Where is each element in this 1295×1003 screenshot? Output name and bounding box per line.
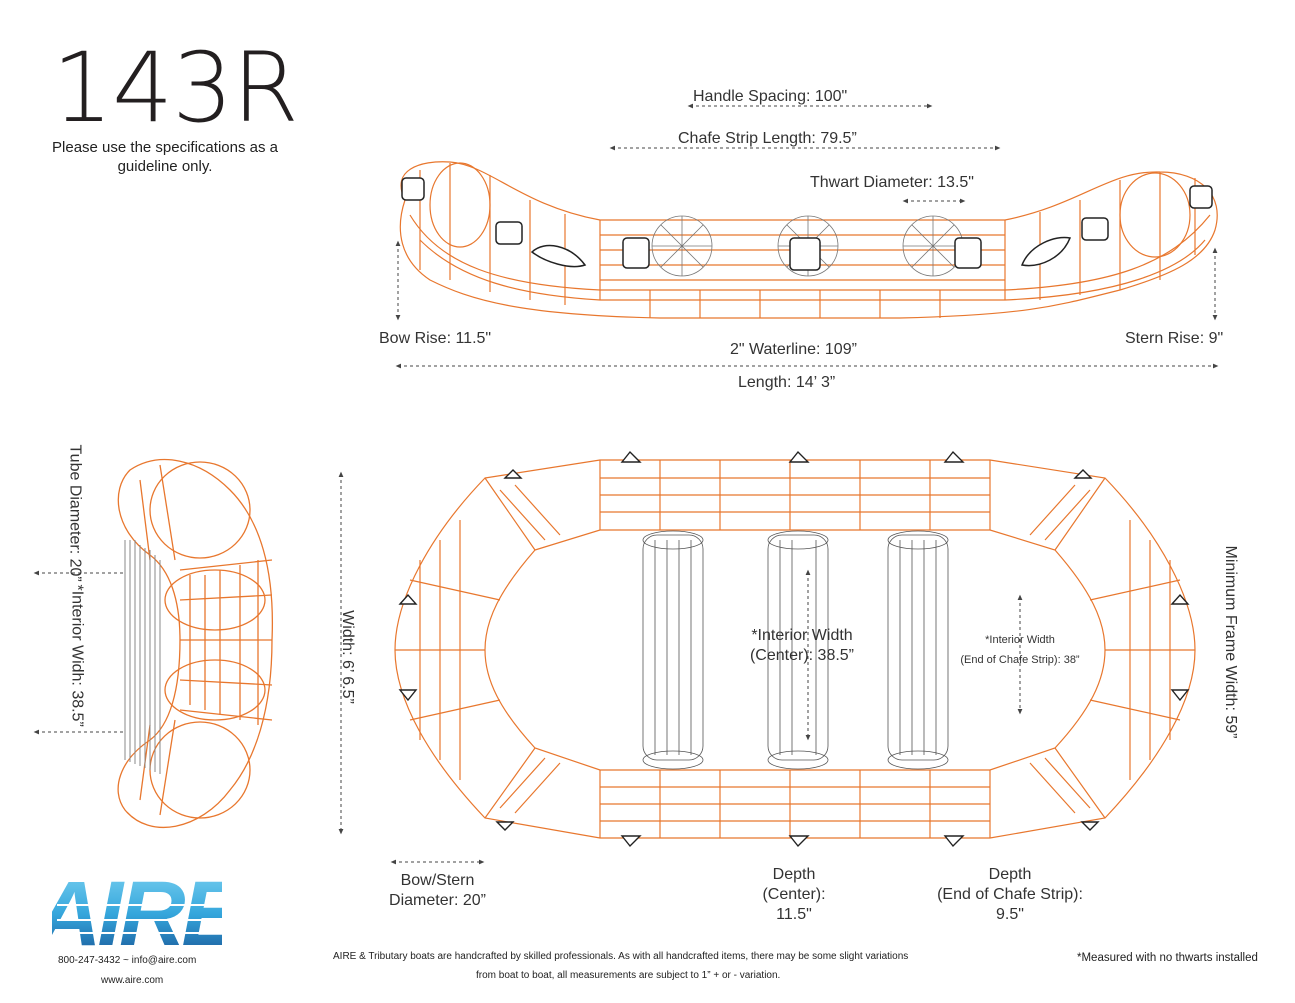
interior-width-center-label-2: (Center): 38.5” — [749, 647, 855, 664]
width-label: Width: 6’ 6.5” — [338, 610, 356, 704]
measured-note: *Measured with no thwarts installed — [1077, 952, 1258, 964]
tube-diameter-label: Tube Diameter: 20” — [66, 444, 84, 582]
footnote-line-1: AIRE & Tributary boats are handcrafted b… — [333, 951, 909, 962]
contact-info: 800-247-3432 ~ info@aire.com — [58, 955, 197, 966]
disclaimer-text: Please use the specifications as a guide… — [52, 139, 278, 175]
chafe-strip-label: Chafe Strip Length: 79.5” — [678, 130, 857, 147]
waterline-label: 2" Waterline: 109” — [730, 341, 857, 358]
interior-width-center-label-1: *Interior Width — [751, 627, 853, 644]
bow-stern-label-2: Diameter: 20” — [389, 892, 486, 909]
depth-center-label-3: 11.5" — [776, 906, 812, 923]
side-view-handles — [401, 177, 1213, 271]
svg-text:AIRE: AIRE — [52, 865, 222, 955]
depth-center-label-1: Depth — [772, 866, 816, 883]
handle-spacing-label: Handle Spacing: 100" — [693, 88, 848, 105]
interior-width-end-label-2: (End of Chafe Strip): 38” — [960, 654, 1080, 666]
bow-rise-label: Bow Rise: 11.5" — [379, 330, 492, 347]
model-title: 143R — [52, 32, 299, 144]
min-frame-width-label: Minimum Frame Width: 59” — [1222, 545, 1239, 739]
top-view-raft — [394, 459, 1196, 839]
interior-width-end-view-label: *Interior Widh: 38.5” — [68, 584, 86, 727]
depth-end-label-3: 9.5" — [996, 906, 1024, 923]
footnote-line-2: from boat to boat, all measurements are … — [476, 970, 781, 981]
end-view-raft — [117, 458, 274, 829]
end-view-floor — [124, 540, 161, 774]
depth-center-label-2: (Center): — [762, 886, 826, 903]
depth-end-label-1: Depth — [988, 866, 1032, 883]
depth-end-label-2: (End of Chafe Strip): — [937, 886, 1083, 903]
stern-rise-label: Stern Rise: 9" — [1125, 330, 1224, 347]
thwart-diameter-label: Thwart Diameter: 13.5" — [810, 174, 974, 191]
aire-logo: AIRE — [52, 865, 222, 955]
top-view-handles — [398, 450, 1190, 848]
bow-stern-label-1: Bow/Stern — [400, 872, 475, 889]
website-link[interactable]: www.aire.com — [101, 975, 164, 986]
top-view-thwarts — [642, 530, 949, 770]
length-label: Length: 14’ 3” — [738, 374, 836, 391]
interior-width-end-label-1: *Interior Width — [985, 634, 1055, 646]
